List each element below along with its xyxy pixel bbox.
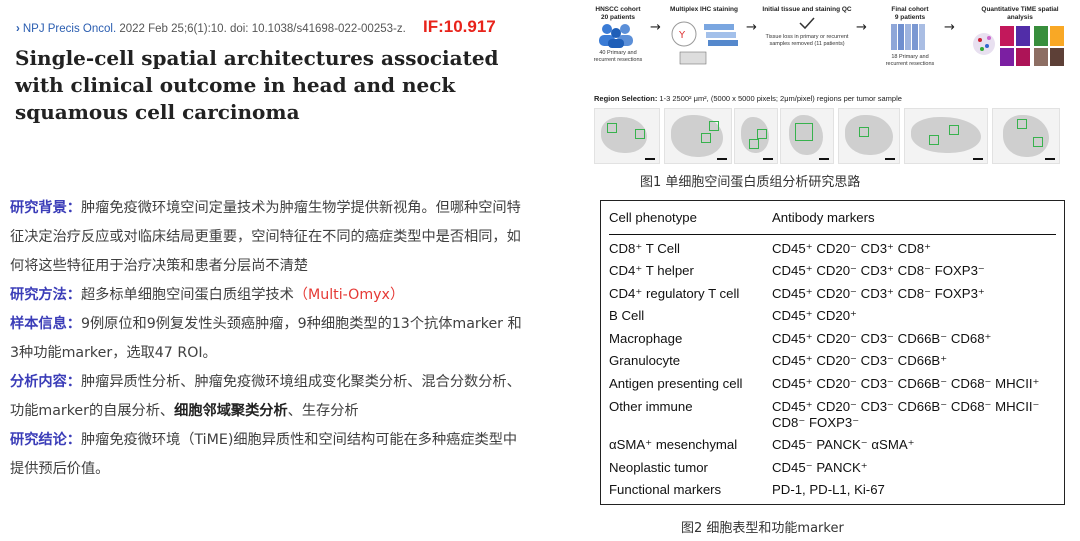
- impact-factor: IF:10.917: [423, 17, 496, 36]
- stage-staining: Multiplex IHC staining Y: [666, 6, 742, 68]
- stage-qc: Initial tissue and staining QC Tissue lo…: [762, 6, 852, 48]
- journal-link[interactable]: NPJ Precis Oncol.: [22, 23, 117, 35]
- citation-line: ›NPJ Precis Oncol. 2022 Feb 25;6(1):10. …: [16, 17, 496, 37]
- phenotype-cell: B Cell: [609, 308, 645, 323]
- markers-cell: CD45⁺ CD20⁺: [772, 308, 858, 323]
- paper-title: Single-cell spatial architectures associ…: [15, 46, 499, 124]
- stage-highlight: 20 patients: [601, 14, 635, 21]
- patients-icon: [599, 24, 633, 48]
- checkmark-icon: [799, 17, 815, 30]
- svg-text:Y: Y: [678, 30, 686, 41]
- research-summary: 研究背景：肿瘤免疫微环境空间定量技术为肿瘤生物学提供新视角。但哪种空间特征决定治…: [10, 194, 530, 484]
- region-description: 1-3 2500² μm², (5000 x 5000 pixels; 2μm/…: [657, 94, 902, 103]
- tissue-thumbnail: [838, 108, 900, 164]
- slides-stack-icon: [891, 24, 925, 50]
- chevron-right-icon: ›: [16, 23, 20, 35]
- tissue-thumbnail: [904, 108, 988, 164]
- phenotype-cell: Antigen presenting cell: [609, 376, 743, 391]
- phenotype-cell: αSMA⁺ mesenchymal: [609, 437, 738, 452]
- region-label: Region Selection:: [594, 94, 658, 103]
- phenotype-cell: CD8⁺ T Cell: [609, 241, 680, 256]
- arrow-right-icon: →: [650, 20, 661, 35]
- background-text: 肿瘤免疫微环境空间定量技术为肿瘤生物学提供新视角。但哪种空间特征决定治疗反应或对…: [10, 200, 521, 274]
- phenotype-cell: Functional markers: [609, 482, 722, 497]
- conclusion-label: 研究结论：: [10, 432, 81, 448]
- method-highlight: （Multi-Omyx）: [293, 287, 405, 303]
- figure-1-workflow: HNSCC cohort 20 patients 40 Primary and …: [592, 6, 1072, 164]
- phenotype-cell: CD4⁺ regulatory T cell: [609, 286, 740, 301]
- analysis-label: 分析内容：: [10, 374, 81, 390]
- sample-text: 9例原位和9例复发性头颈癌肿瘤，9种细胞类型的13个抗体marker 和3种功能…: [10, 316, 522, 361]
- analysis-paragraph: 分析内容：肿瘤异质性分析、肿瘤免疫微环境组成变化聚类分析、混合分数分析、功能ma…: [10, 368, 530, 426]
- conclusion-paragraph: 研究结论：肿瘤免疫微环境（TiME)细胞异质性和空间结构可能在多种癌症类型中提供…: [10, 426, 530, 484]
- markers-cell: CD45⁺ CD20⁻ CD3⁻ CD66B⁻ CD68⁺: [772, 331, 992, 346]
- markers-cell: CD45⁻ PANCK⁻ αSMA⁺: [772, 437, 915, 452]
- method-text: 超多标单细胞空间蛋白质组学技术: [80, 287, 294, 303]
- stage-note: Tissue loss in primary or recurrent samp…: [765, 34, 849, 47]
- table-header: Cell phenotype Antibody markers: [609, 208, 1056, 235]
- cell-phenotype-table: Cell phenotype Antibody markers CD8⁺ T C…: [600, 200, 1065, 505]
- tissue-thumbnail: [594, 108, 660, 164]
- phenotype-cell: Other immune: [609, 399, 693, 414]
- multiplex-staining-icon: Y: [671, 21, 738, 65]
- markers-cell: CD45⁺ CD20⁻ CD3⁺ CD8⁻ FOXP3⁻: [772, 263, 985, 278]
- sample-label: 样本信息：: [10, 316, 81, 332]
- spatial-analysis-icon: [973, 26, 1064, 66]
- stage-title: Final cohort: [891, 6, 929, 13]
- citation-details: 2022 Feb 25;6(1):10. doi: 10.1038/s41698…: [119, 23, 406, 35]
- region-selection-text: Region Selection: 1-3 2500² μm², (5000 x…: [594, 94, 902, 103]
- arrow-right-icon: →: [944, 20, 955, 35]
- stage-spatial-analysis: Quantitative TiME spatial analysis: [968, 6, 1072, 74]
- markers-cell: CD45⁺ CD20⁻ CD3⁻ CD66B⁺: [772, 353, 948, 368]
- figure-1-caption: 图1 单细胞空间蛋白质组分析研究思路: [640, 175, 861, 190]
- markers-cell: PD-1, PD-L1, Ki-67: [772, 482, 885, 497]
- tissue-thumbnail: [780, 108, 834, 164]
- markers-cell: CD45⁻ PANCK⁺: [772, 460, 868, 475]
- phenotype-cell: Macrophage: [609, 331, 683, 346]
- figure-2-caption: 图2 细胞表型和功能marker: [681, 521, 844, 536]
- tissue-thumbnail: [734, 108, 778, 164]
- tissue-thumbnail: [664, 108, 732, 164]
- header-antibody-markers: Antibody markers: [772, 210, 875, 225]
- stage-title: Quantitative TiME spatial analysis: [981, 6, 1059, 21]
- stage-final-cohort: Final cohort 9 patients 18 Primary and r…: [882, 6, 938, 68]
- phenotype-cell: Granulocyte: [609, 353, 681, 368]
- sample-paragraph: 样本信息：9例原位和9例复发性头颈癌肿瘤，9种细胞类型的13个抗体marker …: [10, 310, 530, 368]
- analysis-text-2: 、生存分析: [287, 403, 359, 419]
- stage-cohort: HNSCC cohort 20 patients 40 Primary and …: [592, 6, 644, 64]
- stage-highlight: 9 patients: [894, 14, 926, 21]
- phenotype-cell: CD4⁺ T helper: [609, 263, 694, 278]
- stage-note: 40 Primary and recurrent resections: [593, 50, 643, 63]
- stage-note: 18 Primary and recurrent resections: [885, 54, 935, 67]
- conclusion-text: 肿瘤免疫微环境（TiME)细胞异质性和空间结构可能在多种癌症类型中提供预后价值。: [10, 432, 518, 477]
- phenotype-cell: Neoplastic tumor: [609, 460, 708, 475]
- background-paragraph: 研究背景：肿瘤免疫微环境空间定量技术为肿瘤生物学提供新视角。但哪种空间特征决定治…: [10, 194, 530, 281]
- arrow-right-icon: →: [856, 20, 867, 35]
- tissue-thumbnail: [992, 108, 1060, 164]
- stage-title: Multiplex IHC staining: [670, 6, 738, 13]
- analysis-text-1: 肿瘤异质性分析、肿瘤免疫微环境组成变化聚类分析、混合分数分析、功能marker的…: [10, 374, 521, 419]
- markers-cell: CD45⁺ CD20⁻ CD3⁻ CD66B⁻ CD68⁻ MHCII⁺: [772, 376, 1040, 391]
- markers-cell: CD45⁺ CD20⁻ CD3⁺ CD8⁺: [772, 241, 932, 256]
- markers-cell: CD45⁺ CD20⁻ CD3⁻ CD66B⁻ CD68⁻ MHCII⁻ CD8…: [772, 399, 1040, 430]
- header-cell-phenotype: Cell phenotype: [609, 210, 697, 225]
- analysis-bold: 细胞邻域聚类分析: [174, 403, 288, 419]
- background-label: 研究背景：: [10, 200, 81, 216]
- markers-cell: CD45⁺ CD20⁻ CD3⁺ CD8⁻ FOXP3⁺: [772, 286, 985, 301]
- method-paragraph: 研究方法：超多标单细胞空间蛋白质组学技术（Multi-Omyx）: [10, 281, 530, 310]
- method-label: 研究方法：: [10, 287, 81, 303]
- stage-title: Initial tissue and staining QC: [762, 6, 852, 13]
- stage-title: HNSCC cohort: [595, 6, 641, 13]
- arrow-right-icon: →: [746, 20, 757, 35]
